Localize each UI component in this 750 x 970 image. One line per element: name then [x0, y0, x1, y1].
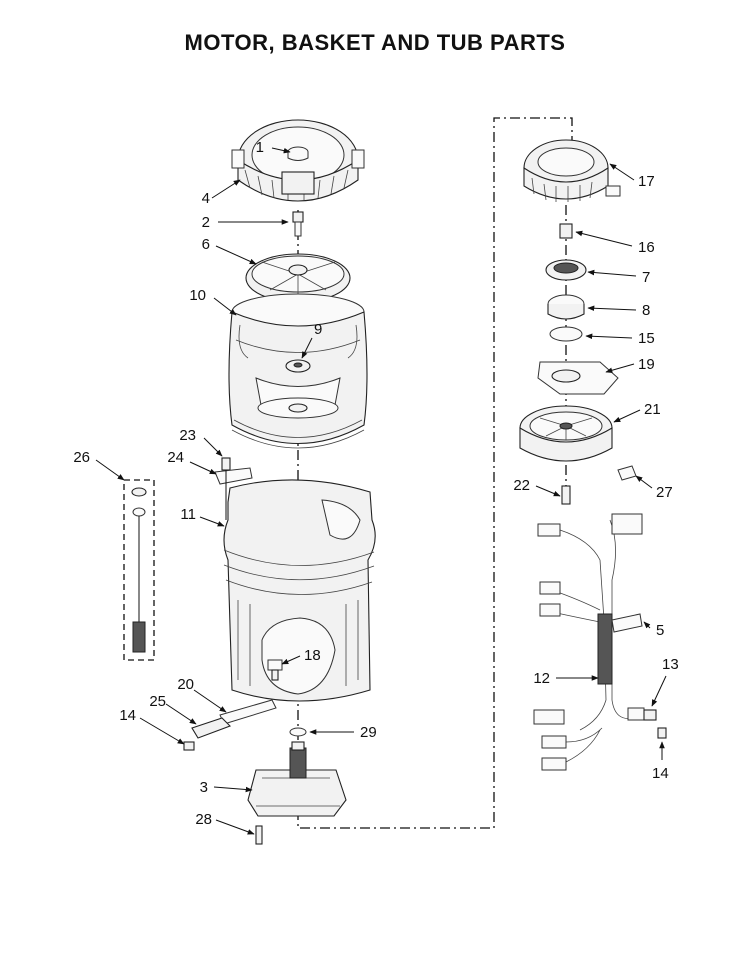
callout-26: 26 — [73, 449, 90, 466]
callout-19: 19 — [638, 356, 655, 373]
leader-23 — [203, 437, 223, 457]
part-8-coupler — [547, 294, 585, 320]
callout-9: 9 — [314, 321, 322, 338]
callout-17: 17 — [638, 173, 655, 190]
leader-25 — [165, 703, 197, 725]
part-18-bolt — [267, 659, 283, 681]
callout-10: 10 — [189, 287, 206, 304]
leader-28 — [215, 819, 255, 835]
leader-27 — [635, 475, 653, 489]
part-13-sensor — [643, 709, 657, 721]
callout-12: 12 — [533, 670, 550, 687]
callout-3: 3 — [200, 779, 208, 796]
callout-6: 6 — [202, 236, 210, 253]
leader-26 — [95, 459, 125, 481]
leader-20 — [193, 689, 227, 713]
callout-14-left: 14 — [119, 707, 136, 724]
part-21-rotor — [519, 405, 613, 462]
callout-21: 21 — [644, 401, 661, 418]
callout-5: 5 — [656, 622, 664, 639]
motor-link-line — [297, 117, 573, 829]
callout-16: 16 — [638, 239, 655, 256]
leader-1 — [271, 147, 291, 154]
part-7-rotor-bearing — [545, 259, 587, 281]
part-15-ring — [549, 326, 583, 342]
leader-17 — [609, 163, 635, 181]
callout-2: 2 — [202, 214, 210, 231]
part-26-suspension-rod — [131, 487, 147, 653]
part-2-bolt — [292, 211, 304, 237]
part-22-bolt — [561, 485, 571, 505]
part-10-basket — [228, 293, 368, 449]
leader-3 — [213, 786, 253, 793]
leader-8 — [587, 305, 637, 312]
callout-8: 8 — [642, 302, 650, 319]
page-title: MOTOR, BASKET AND TUB PARTS — [184, 30, 566, 55]
callout-20: 20 — [177, 676, 194, 693]
callout-7: 7 — [642, 269, 650, 286]
part-14-screw-right — [657, 727, 667, 739]
part-29-ring — [289, 727, 307, 737]
leader-5 — [643, 621, 651, 629]
leader-14-left — [139, 717, 185, 745]
part-11-tub — [223, 479, 376, 702]
leader-9 — [301, 337, 313, 359]
leader-16 — [575, 230, 633, 247]
leader-15 — [585, 333, 633, 340]
part-12-wire-harness — [533, 513, 645, 771]
part-9-hub — [285, 359, 311, 373]
callout-18: 18 — [304, 647, 321, 664]
part-14-screw-left — [183, 741, 195, 751]
callout-28: 28 — [195, 811, 212, 828]
leader-22 — [535, 485, 561, 497]
callout-13: 13 — [662, 656, 679, 673]
part-5-harness-tube — [611, 613, 643, 633]
leader-7 — [587, 269, 637, 277]
part-17-stator — [523, 139, 621, 202]
part-1-cap — [287, 146, 309, 161]
part-28-bolt — [255, 825, 263, 845]
leader-24 — [189, 461, 217, 475]
part-3-drive-hub — [247, 741, 347, 817]
part-19-shifter — [537, 361, 619, 395]
leader-19 — [605, 363, 635, 373]
callout-23: 23 — [179, 427, 196, 444]
part-25-bracket — [191, 717, 231, 739]
callout-1: 1 — [256, 139, 264, 156]
callout-27: 27 — [656, 484, 673, 501]
callout-14-right: 14 — [652, 765, 669, 782]
part-24-bracket — [214, 467, 253, 520]
callout-11: 11 — [180, 506, 196, 523]
part-23-screw — [221, 457, 231, 471]
part-26-box — [123, 479, 155, 661]
callout-15: 15 — [638, 330, 655, 347]
callout-24: 24 — [167, 449, 184, 466]
part-27-clip — [617, 465, 637, 481]
callout-4: 4 — [202, 190, 210, 207]
callout-22: 22 — [513, 477, 530, 494]
leader-6 — [215, 245, 257, 265]
leader-21 — [613, 409, 641, 423]
leader-4 — [211, 179, 241, 199]
leader-18 — [281, 655, 301, 665]
part-20-pressure-hose — [219, 699, 277, 725]
part-16-bolt — [559, 223, 573, 239]
leader-10 — [213, 297, 237, 316]
leader-13 — [651, 675, 667, 707]
callout-25: 25 — [149, 693, 166, 710]
callout-29: 29 — [360, 724, 377, 741]
leader-11 — [199, 516, 225, 527]
